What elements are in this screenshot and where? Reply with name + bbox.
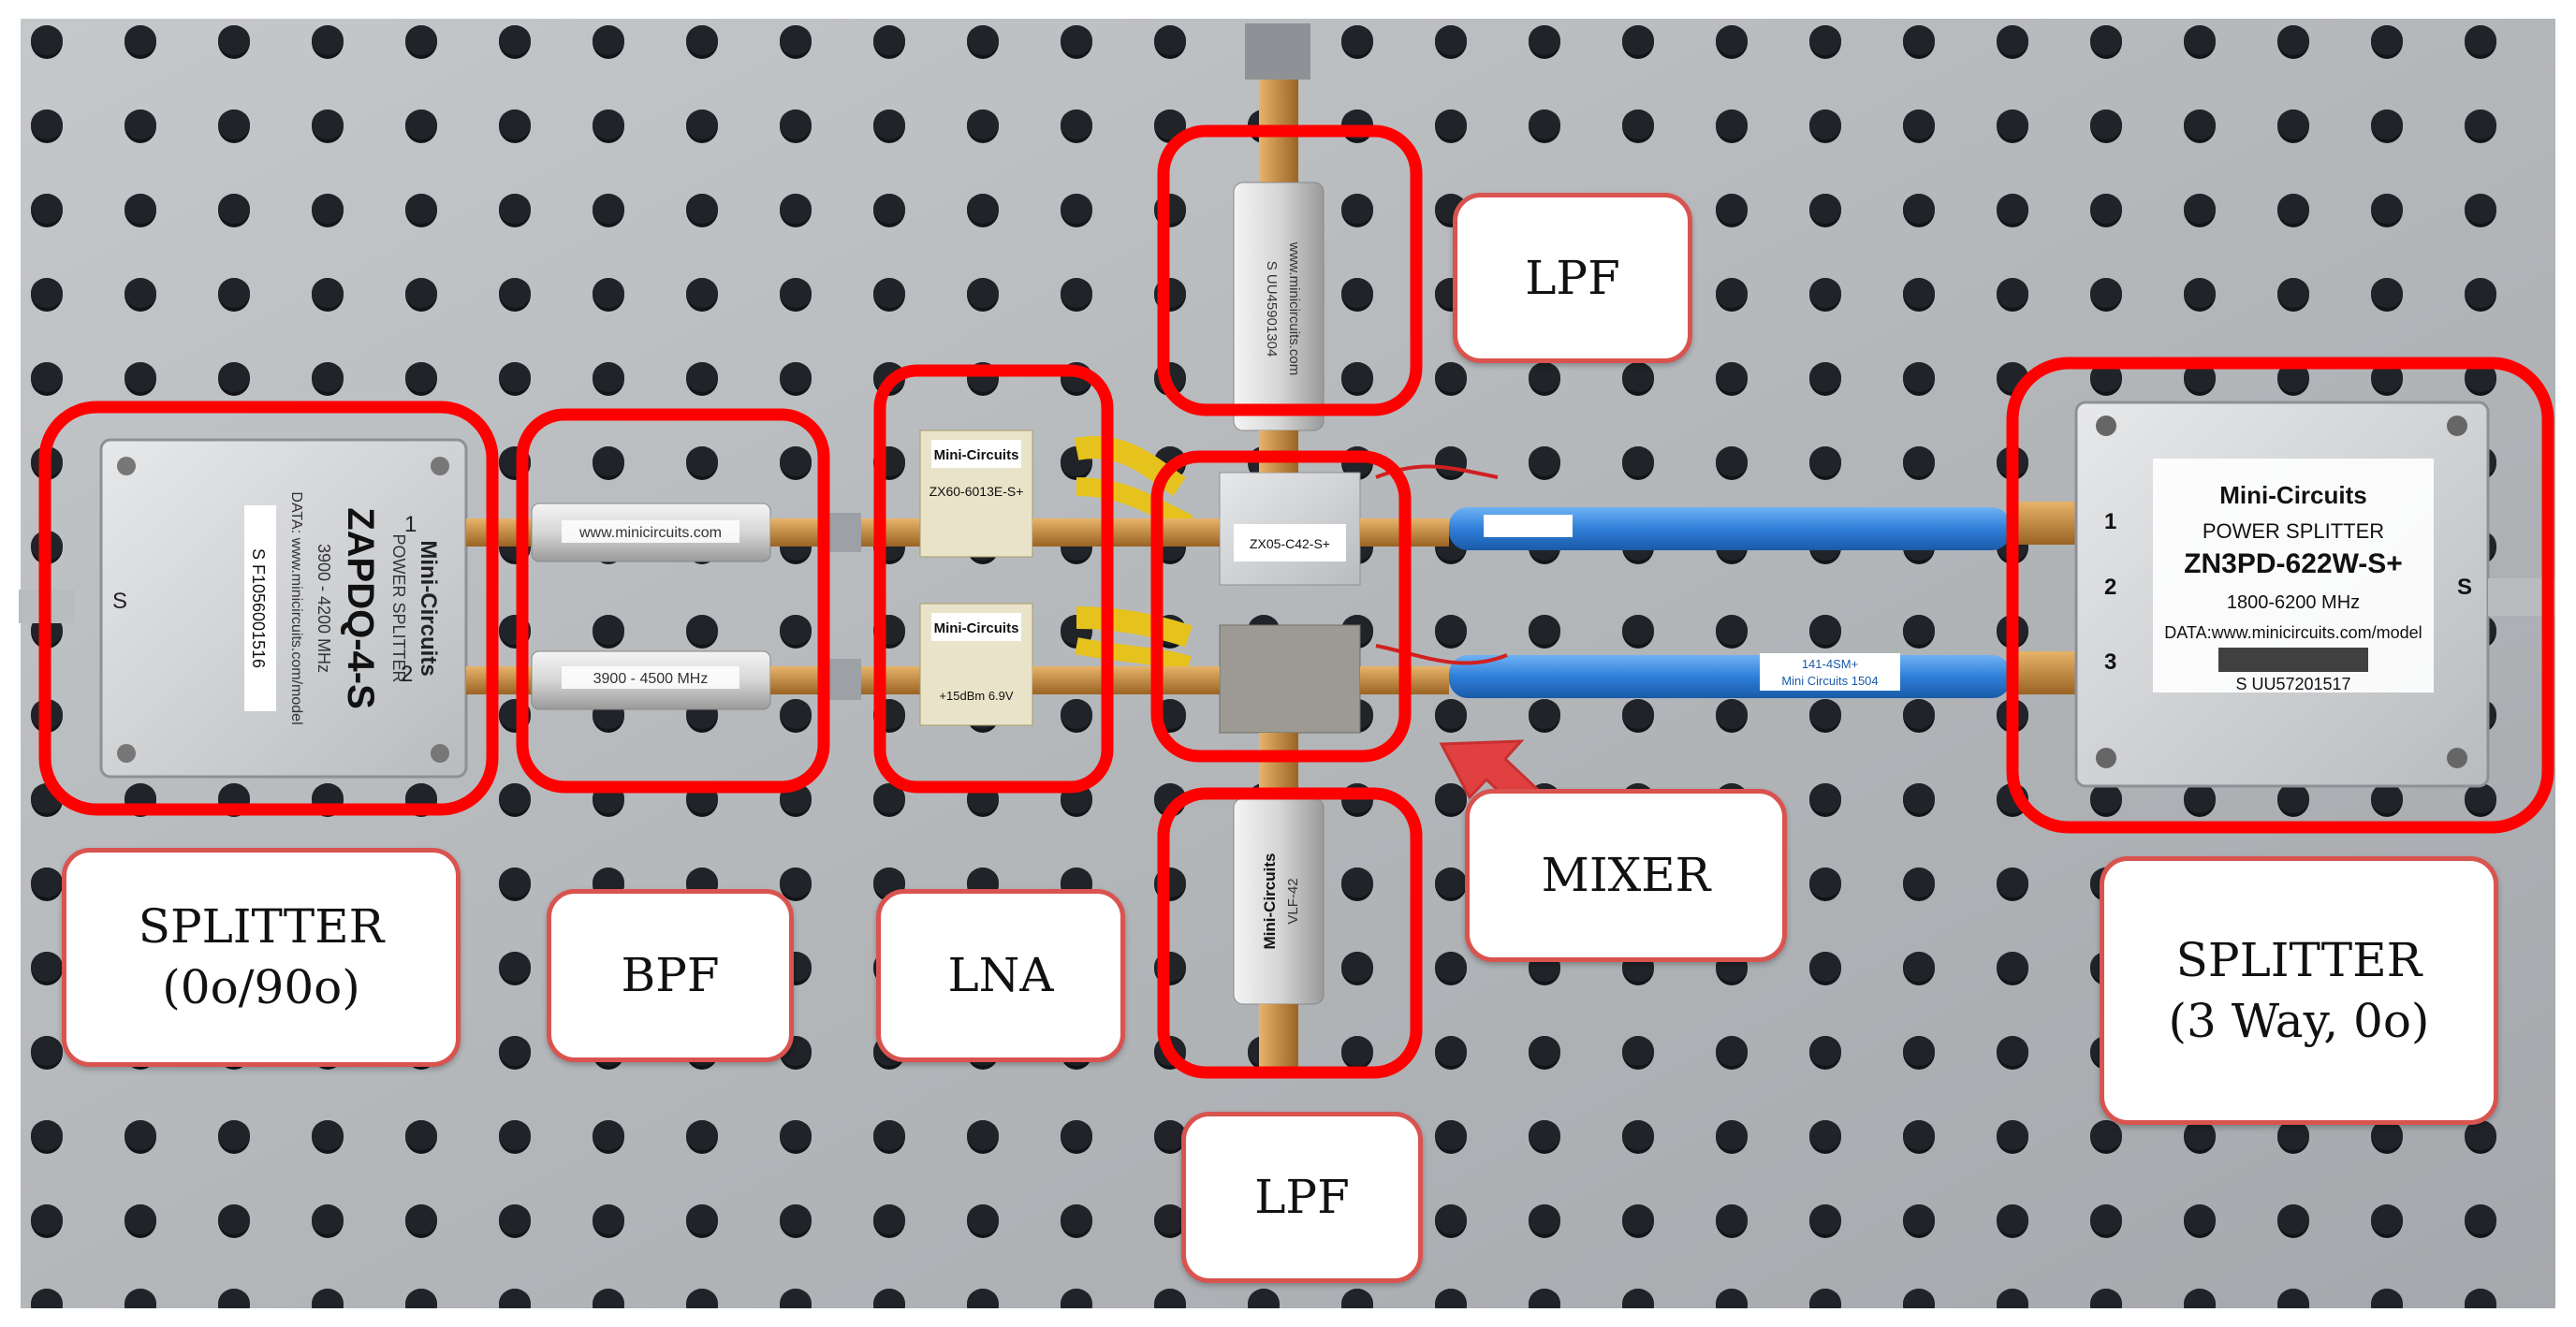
mixer-model: ZX05-C42-S+ (1250, 536, 1330, 551)
top-lpf-text: www.minicircuits.com (1286, 241, 1302, 376)
right-splitter-port3: 3 (2104, 649, 2116, 675)
label-splitter-right-line2: (3 Way, 0o) (2168, 993, 2430, 1048)
lna-bottom-brand: Mini-Circuits (934, 620, 1019, 636)
right-splitter-portS: S (2457, 575, 2472, 600)
left-splitter-freq: 3900 - 4200 MHz (315, 544, 333, 673)
label-bpf-text: BPF (621, 948, 720, 1002)
label-splitter-left-line1: SPLITTER (138, 899, 385, 954)
label-splitter-right-line1: SPLITTER (2175, 932, 2422, 987)
right-splitter-data: DATA:www.minicircuits.com/model (2164, 623, 2422, 642)
cable-label-2: Mini Circuits 1504 (1781, 674, 1878, 688)
lower-rf-chain: 3900 - 4500 MHz Mini-Circuits +15dBm 6.9… (466, 464, 2076, 734)
right-splitter-serial: S UU57201517 (2235, 675, 2350, 693)
bottom-lpf-device: Mini-Circuits VLF-42 (1233, 733, 1325, 1070)
label-mixer-text: MIXER (1541, 848, 1711, 902)
right-splitter-freq: 1800-6200 MHz (2227, 592, 2360, 613)
label-lna-text: LNA (947, 948, 1054, 1002)
bottom-lpf-brand: Mini-Circuits (1261, 853, 1279, 950)
left-splitter-data: DATA: www.minicircuits.com/model (288, 491, 304, 724)
right-splitter-model: ZN3PD-622W-S+ (2184, 548, 2403, 579)
label-lpf-top: LPF (1453, 193, 1692, 363)
label-lna: LNA (876, 889, 1125, 1062)
left-splitter-serial: S F1056001516 (249, 548, 268, 668)
left-splitter-device: Mini-Circuits POWER SPLITTER ZAPDQ-4-S 3… (19, 438, 468, 779)
right-splitter-brand: Mini-Circuits (2219, 481, 2366, 509)
label-splitter-right: SPLITTER (3 Way, 0o) (2100, 856, 2498, 1125)
highlight-boxes (38, 124, 2554, 1079)
highlight-lpf-top (1157, 124, 1423, 416)
left-splitter-type: POWER SPLITTER (389, 533, 408, 682)
right-splitter-device: Mini-Circuits POWER SPLITTER ZN3PD-622W-… (2074, 401, 2555, 788)
highlight-bpf (516, 408, 830, 794)
label-mixer: MIXER (1465, 789, 1787, 962)
lna-top-model: ZX60-6013E-S+ (929, 484, 1024, 499)
highlight-lpf-bottom (1157, 787, 1423, 1079)
highlight-mixer (1150, 450, 1412, 763)
highlight-right-splitter (2006, 357, 2554, 834)
label-splitter-left-line2: (0o/90o) (162, 960, 360, 1014)
left-splitter-port2: 2 (401, 662, 413, 687)
left-splitter-portS: S (112, 589, 127, 614)
right-splitter-type: POWER SPLITTER (2203, 519, 2384, 543)
left-splitter-brand: Mini-Circuits (416, 540, 441, 676)
cable-label-1: 141-4SM+ (1802, 657, 1858, 671)
label-splitter-left: SPLITTER (0o/90o) (62, 848, 461, 1067)
label-lpf-bottom: LPF (1181, 1112, 1423, 1283)
highlight-left-splitter (38, 401, 499, 816)
right-splitter-port2: 2 (2104, 575, 2116, 600)
highlight-lna (873, 364, 1114, 794)
bpf-top-text: www.minicircuits.com (578, 525, 722, 541)
lna-top-brand: Mini-Circuits (934, 447, 1019, 463)
right-splitter-port1: 1 (2104, 509, 2116, 534)
top-lpf-serial: S UU45901304 (1264, 261, 1280, 357)
label-lpf-top-text: LPF (1525, 250, 1620, 305)
left-splitter-port1: 1 (404, 512, 417, 537)
left-splitter-model: ZAPDQ-4-S (340, 507, 381, 709)
bpf-freq-text: 3900 - 4500 MHz (593, 671, 709, 687)
label-bpf: BPF (547, 889, 794, 1062)
bottom-lpf-model: VLF-42 (1285, 878, 1301, 924)
lna-bottom-volt: +15dBm 6.9V (939, 689, 1013, 703)
label-lpf-bottom-text: LPF (1254, 1170, 1350, 1224)
